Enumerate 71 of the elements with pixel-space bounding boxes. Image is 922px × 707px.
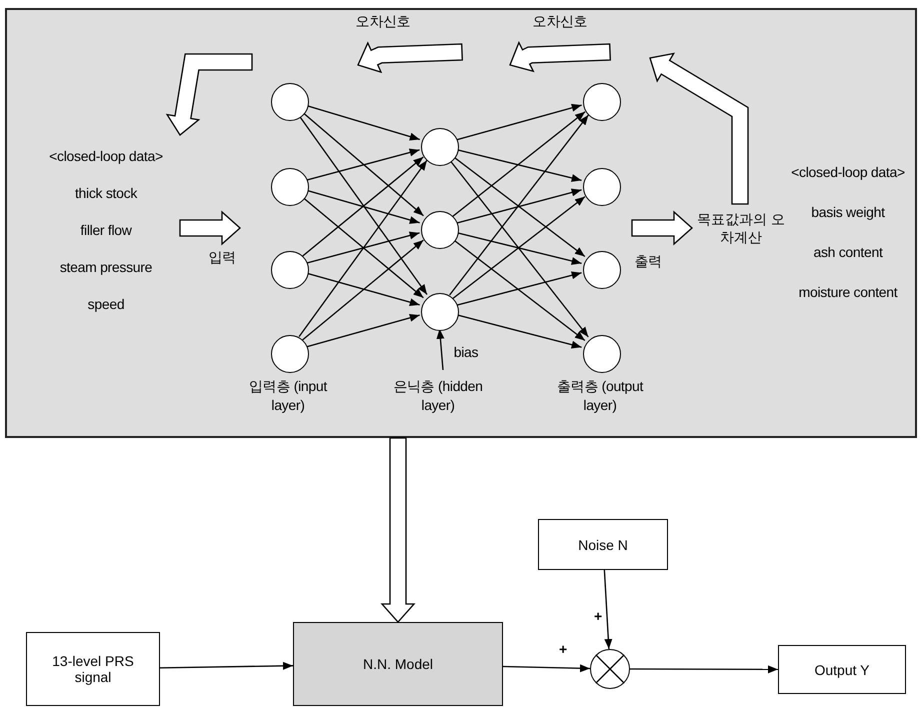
neuron-circle [583,168,621,206]
block-box: 13-level PRS signal [26,632,160,706]
arrow [452,196,586,299]
arrow [302,196,424,298]
arrow [604,570,612,650]
block-box: Noise N [538,519,668,570]
signal-label: 오차신호 [356,13,410,31]
arrow [436,328,444,370]
edge-label: 출력 [634,253,662,271]
arrow [456,148,582,182]
arrow [630,665,778,674]
arrow [302,240,424,340]
variable-label: moisture content [798,284,898,300]
arrow [456,188,582,224]
arrow [306,314,420,348]
arrow [298,160,428,337]
arrow [306,104,420,140]
layer-label: 은닉층 (hidden layer) [392,377,484,415]
neuron-circle [583,83,621,121]
block-arrow [166,53,253,136]
arrow [452,156,586,258]
arrow [452,111,586,217]
arrow [456,271,582,306]
block-box: Output Y [778,645,906,694]
neuron-circle [271,168,309,206]
section-heading: <closed-loop data> [49,148,163,164]
neuron-circle [583,251,621,289]
variable-label: speed [88,296,124,312]
variable-label: thick stock [74,184,138,200]
block-arrow [649,52,749,205]
edge-label: + [594,608,602,624]
arrow [302,156,424,256]
neuron-circle [271,251,309,289]
neuron-circle [421,293,459,331]
summing-junction [590,649,630,689]
arrow [302,112,424,216]
arrow [456,232,582,265]
neuron-circle [421,128,459,166]
neuron-circle [421,211,459,249]
neuron-circle [271,83,309,121]
neuron-circle [583,335,621,373]
variable-label: steam pressure [60,258,152,274]
arrow [449,114,589,296]
arrow [456,104,582,141]
section-heading: <closed-loop data> [791,164,905,180]
arrow [298,115,428,295]
block-box: N.N. Model [293,622,503,706]
block-arrow [631,210,693,246]
arrow [502,664,590,672]
arrow [306,148,420,181]
edge-label: 입력 [208,249,236,267]
block-arrow [380,437,416,623]
arrow [306,232,420,264]
signal-label: 오차신호 [532,13,588,31]
arrow [456,314,582,349]
arrow [306,190,420,224]
arrow [452,238,586,342]
edge-label: bias [454,344,478,360]
variable-label: filler flow [80,222,132,238]
calculation-text: 목표값과의 오차계산 [694,206,788,250]
layer-label: 출력층 (output layer) [556,377,644,415]
variable-label: ash content [813,244,883,260]
edge-label: + [559,641,567,657]
arrow [449,160,589,338]
arrow [160,662,294,670]
layer-label: 입력층 (input layer) [248,377,328,415]
panel-background [5,8,917,438]
neuron-circle [271,335,309,373]
arrow [306,272,420,306]
variable-label: basis weight [811,204,885,220]
block-arrow [179,210,241,246]
